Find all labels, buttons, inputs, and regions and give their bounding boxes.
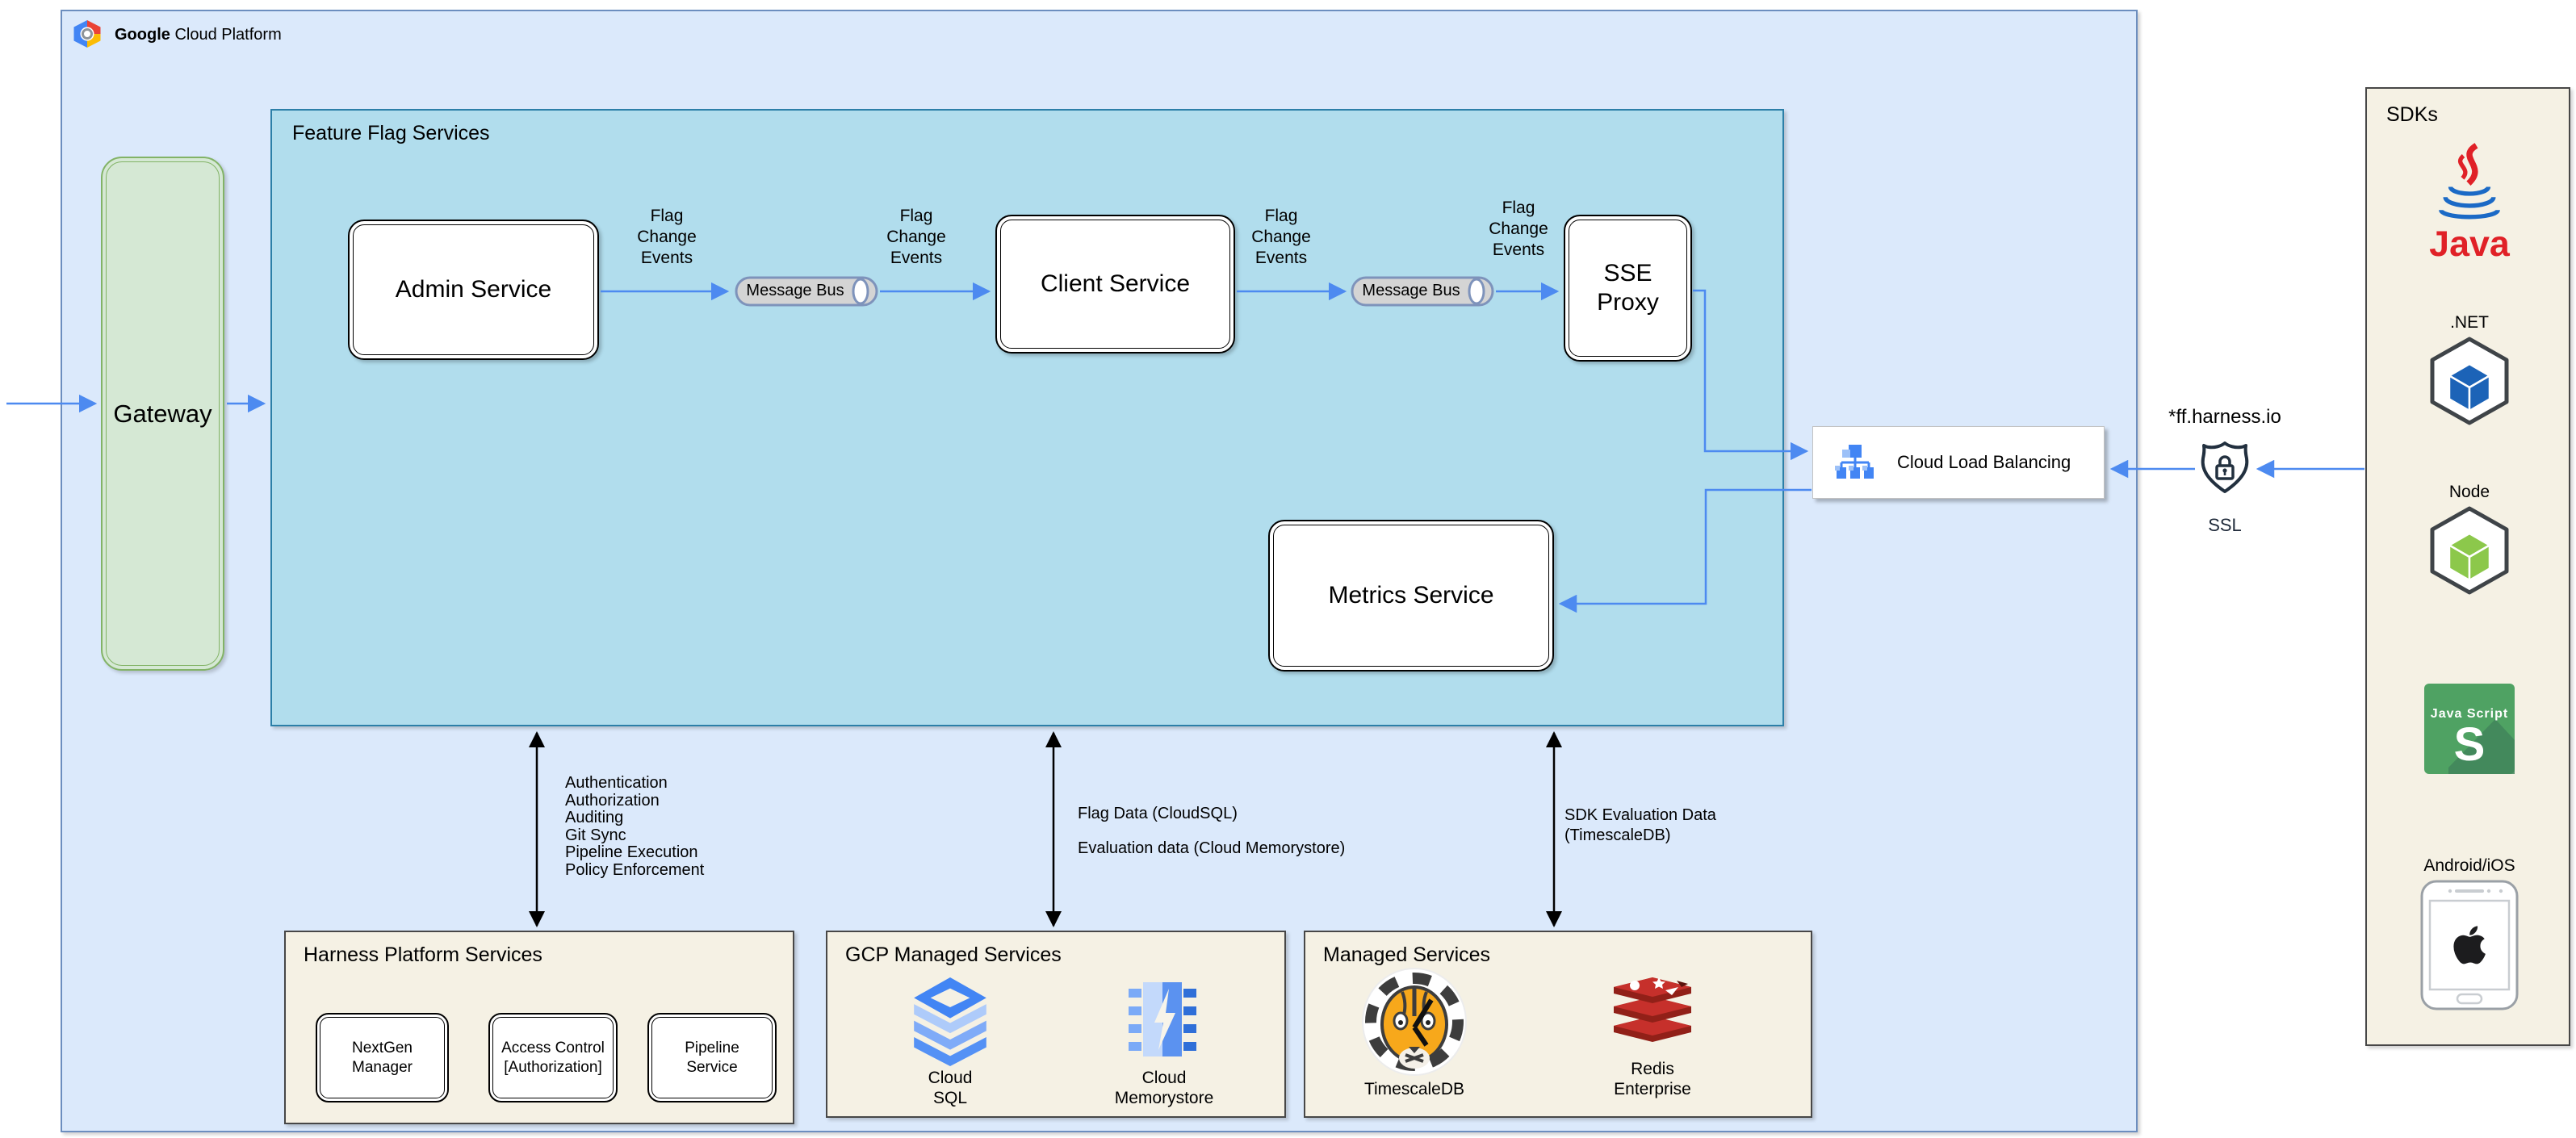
message-bus-1: Message Bus xyxy=(735,276,878,307)
timescaledb-tiger-icon xyxy=(1362,968,1467,1076)
harness-platform-services-title: Harness Platform Services xyxy=(304,943,542,966)
node-cube-icon xyxy=(2430,506,2509,595)
harness-platform-services-container: Harness Platform Services NextGen Manage… xyxy=(284,931,794,1124)
list-item: Policy Enforcement xyxy=(565,860,705,879)
timescaledb-label: TimescaleDB xyxy=(1363,1080,1465,1098)
admin-service-node: Admin Service xyxy=(348,220,599,360)
flag-change-events-label-3: Flag Change Events xyxy=(1251,207,1311,267)
apple-logo-icon xyxy=(2453,926,2486,964)
feature-flag-services-title: Feature Flag Services xyxy=(292,122,490,144)
nextgen-manager-node: NextGen Manager xyxy=(316,1013,449,1102)
sse-proxy-label: SSE Proxy xyxy=(1597,260,1659,316)
pipeline-service-node: Pipeline Service xyxy=(647,1013,777,1102)
javascript-s-glyph: S xyxy=(2454,718,2486,771)
managed-services-container: Managed Services TimescaleDB xyxy=(1304,931,1812,1118)
nextgen-manager-label: NextGen Manager xyxy=(352,1039,413,1076)
node-label: Node xyxy=(2448,483,2490,501)
redis-enterprise-label: Redis Enterprise xyxy=(1614,1060,1691,1098)
gateway-node: Gateway xyxy=(101,157,224,671)
android-ios-phone-icon xyxy=(2420,880,2519,1010)
client-service-label: Client Service xyxy=(1040,270,1191,297)
list-item: Pipeline Execution xyxy=(565,843,698,861)
ssl-label: SSL xyxy=(2208,515,2242,535)
message-bus-1-label: Message Bus xyxy=(746,281,844,299)
evaluation-data-label: Evaluation data (Cloud Memorystore) xyxy=(1078,839,1346,857)
client-service-node: Client Service xyxy=(995,215,1235,354)
gcp-brand-title: Google Cloud Platform xyxy=(115,26,282,44)
pipeline-service-label: Pipeline Service xyxy=(685,1039,739,1076)
flag-data-label: Flag Data (CloudSQL) xyxy=(1078,805,1238,822)
gcp-managed-services-container: GCP Managed Services Cloud SQL Cloud Mem… xyxy=(826,931,1286,1118)
gcp-managed-services-title: GCP Managed Services xyxy=(845,943,1062,966)
list-item: Authentication xyxy=(565,774,668,792)
flag-change-events-label-1: Flag Change Events xyxy=(637,207,697,267)
cloud-sql-icon xyxy=(914,977,986,1067)
ssl-shield-lock-icon xyxy=(2201,441,2249,493)
cloud-sql-label: Cloud SQL xyxy=(928,1069,973,1107)
load-balancer-icon xyxy=(1835,445,1874,479)
sdks-container: SDKs Java .NET Node Java Script xyxy=(2365,87,2570,1046)
managed-services-title: Managed Services xyxy=(1323,943,1491,966)
cylinder-icon xyxy=(735,276,878,307)
flag-change-events-label-2: Flag Change Events xyxy=(886,207,946,267)
dotnet-cube-icon xyxy=(2430,337,2509,425)
cloud-load-balancing-label: Cloud Load Balancing xyxy=(1897,452,2071,472)
admin-service-label: Admin Service xyxy=(395,276,552,303)
message-bus-2: Message Bus xyxy=(1351,276,1494,307)
redis-icon xyxy=(1614,977,1691,1042)
list-item: Authorization xyxy=(565,791,660,810)
gateway-label: Gateway xyxy=(113,399,212,428)
mobile-label: Android/iOS xyxy=(2423,856,2515,875)
message-bus-2-label: Message Bus xyxy=(1362,281,1460,299)
javascript-label: Java Script xyxy=(2431,707,2508,721)
harness-integration-list: Authentication Authorization Auditing Gi… xyxy=(565,774,705,879)
sdks-title: SDKs xyxy=(2386,103,2438,126)
cloud-memorystore-icon xyxy=(1129,982,1196,1056)
brand-bold: Google xyxy=(115,26,170,44)
javascript-icon: Java Script S xyxy=(2424,684,2515,774)
cloud-memorystore-label: Cloud Memorystore xyxy=(1114,1069,1214,1107)
gcp-logo-icon xyxy=(73,20,101,48)
access-control-label: Access Control [Authorization] xyxy=(501,1039,605,1076)
sdk-evaluation-data-label: SDK Evaluation Data (TimescaleDB) xyxy=(1564,806,1716,844)
cloud-load-balancing-node: Cloud Load Balancing xyxy=(1812,426,2105,499)
sse-proxy-node: SSE Proxy xyxy=(1564,215,1692,362)
java-icon: Java xyxy=(2429,143,2511,264)
cylinder-icon xyxy=(1351,276,1494,307)
domain-label: *ff.harness.io xyxy=(2168,406,2281,428)
list-item: Git Sync xyxy=(565,826,626,844)
access-control-node: Access Control [Authorization] xyxy=(488,1013,618,1102)
metrics-service-label: Metrics Service xyxy=(1328,582,1494,609)
flag-change-events-label-4: Flag Change Events xyxy=(1489,199,1548,259)
brand-rest: Cloud Platform xyxy=(170,26,282,44)
list-item: Auditing xyxy=(565,809,624,826)
java-label: Java xyxy=(2429,224,2511,264)
dotnet-label: .NET xyxy=(2450,313,2489,332)
metrics-service-node: Metrics Service xyxy=(1268,520,1554,672)
